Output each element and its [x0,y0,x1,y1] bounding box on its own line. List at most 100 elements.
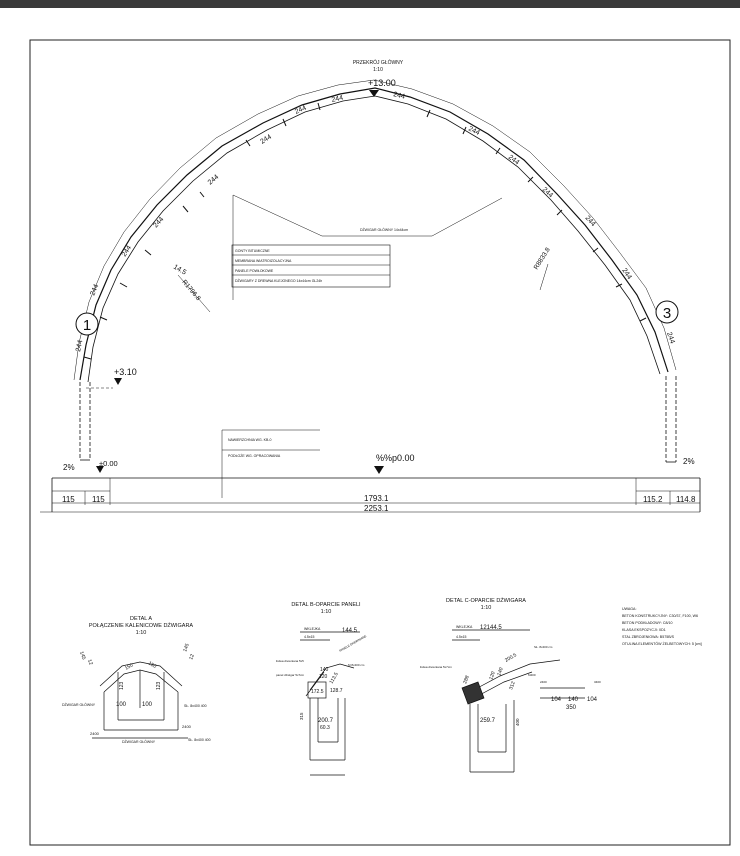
detail-b-label: 4.5x15 [304,635,315,639]
detail-b-label: PANELE DREWNIANE [339,634,368,653]
detail-c-dim: 120 [488,671,497,681]
arch-joints [83,102,647,360]
floor-legend: NAWIERZCHNIA WG. KB-0 PODŁOŻE WG. OPRACO… [221,429,320,498]
detail-b-dim: 60.3 [320,725,330,731]
dim-total: 2253.1 [364,504,389,513]
detail-b-label: listwa drewniana 5x5 [276,659,304,663]
detail-c-label: M400 [528,673,536,677]
level-base: ±0.00 [99,459,118,468]
level-marker-floor [374,466,384,474]
segment-labels: 244 244 244 244 244 244 244 244 244 244 … [75,91,676,352]
detail-a-dim: 150 [147,661,157,670]
detail-c-dim: 104 [587,697,598,703]
detail-b-dim: 113.5 [329,671,340,685]
detail-a-bolt-top: SŁ. 8x400 400 [184,704,207,708]
seg-label: 244 [207,174,221,187]
dim-inner: 1793.1 [364,494,389,503]
detail-a-dim: 100 [116,702,127,708]
detail-a-dim: 150 [124,662,134,671]
dim-right-a: 115.2 [643,495,663,504]
detail-a-title: DETAL A [130,616,152,622]
detail-c-dim: 259.7 [480,718,496,724]
detail-c-label: 4.5x15 [456,635,467,639]
seg-label: 244 [259,134,273,146]
level-marker-top [369,90,379,97]
radius-right-leader [539,263,549,291]
axis-bubble-1 [75,312,99,336]
detail-a-dim: 12 [188,653,196,660]
note-line: BETON PODKŁADOWY: C8/10 [622,621,672,625]
detail-b-label: M 8x400 cm [348,663,365,667]
seg-label: 244 [89,283,100,297]
dim-right-b: 114.8 [676,495,696,504]
detail-b-title: DETAL B-OPARCIE PANELI [291,602,361,608]
level-floor: %%p0.00 [376,453,415,463]
beam-guide-lines [232,194,503,237]
beam-label: DŹWIGAR GŁÓWNY 14x44cm [360,227,408,232]
legend-item-0: GONTY BITUMICZNE [235,249,270,253]
detail-c: DETAL C-OPARCIE DŹWIGARA 1:10 WKLEJKA 4.… [420,597,601,773]
detail-a: DETAL A POŁĄCZENIE KALENICOWE DŹWIGARA 1… [62,616,211,744]
detail-b-dim: 200.7 [318,718,334,724]
dim-left-a: 115 [62,495,75,504]
detail-c-dim: 400 [515,718,520,726]
radius-right: R8833.8 [533,246,552,271]
left-column [79,382,91,461]
note-line: UWAGA: [622,607,636,611]
section-scale: 1:10 [373,67,383,73]
detail-b-label: WKLEJKA [304,627,321,631]
detail-b: DETAL B-OPARCIE PANELI 1:10 WKLEJKA 4.5x… [276,602,368,776]
seg-label: 244 [665,331,676,344]
note-line: KLASA EKSPOZYCJI: XD1 [622,628,666,632]
legend-item-3: DŹWIGARY Z DREWNA KLEJONEGO 14x44cm GL24… [235,278,322,283]
section-title: PRZEKRÓJ GŁÓWNY [353,59,404,66]
detail-a-beam-left: DŹWIGAR GŁÓWNY [62,702,96,707]
detail-b-dim: 315 [299,712,304,720]
detail-c-dim: 288 [462,675,471,685]
detail-b-dim: 128.7 [330,688,343,694]
seg-label: 244 [331,95,344,104]
detail-c-scale: 1:10 [481,605,492,611]
detail-b-label: panel dźwigar 5x7cm [276,673,305,677]
arch-inner-line [87,95,661,383]
arch-outer-line [79,87,669,381]
seg-label: 244 [294,105,308,116]
legend-item-1: MEMBRANA WIATROIZOLACYJNA [235,259,292,263]
detail-c-dim: 140 [496,667,505,677]
level-eave: +3.10 [114,367,137,377]
note-line: STAL ZBROJENIOWA: B575B/S [622,635,675,639]
detail-a-bolt-bottom: SŁ. 8x400 400 [188,738,211,742]
legend-item-2: PANELE POWŁOKOWE [235,269,274,273]
detail-a-dim: 145 [182,643,191,653]
level-marker-eave [114,378,122,385]
detail-a-dim: 2400 [90,731,100,736]
seg-label: 244 [121,244,133,258]
detail-a-dim: 123 [156,681,162,690]
sheet-frame [29,39,731,846]
axis-label-1: 1 [83,317,91,334]
detail-b-dim: 172.5 [311,689,324,695]
seg-label: 244 [393,91,406,101]
detail-c-label: 2400 [540,680,547,684]
detail-c-label: SŁ. 8x400 cm [534,645,553,649]
detail-c-dim: 140 [568,697,579,703]
detail-b-dim: 120 [319,674,328,680]
detail-a-subtitle: POŁĄCZENIE KALENICOWE DŹWIGARA [89,622,194,629]
axis-bubble-3 [655,300,679,324]
detail-b-dim: 140 [320,667,329,673]
detail-a-dim: 123 [119,681,125,690]
detail-b-dim: 144.5 [342,628,358,634]
main-section: PRZEKRÓJ GŁÓWNY 1:10 [40,59,701,513]
floor-legend-1: PODŁOŻE WG. OPRACOWANIA [228,453,281,458]
detail-c-label: listwa drewniana 5x7cm [420,665,452,669]
detail-a-dim: 100 [142,702,153,708]
scan-top-bar [0,0,740,8]
seg-label: 244 [152,216,165,229]
note-line: OTULINA ELEMENTÓW ŻELBETOWYCH: 5 [cm] [622,641,702,646]
arch-dim-line [73,79,677,381]
note-line: BETON KONSTRUKCYJNY: C30/37, F100, W6 [622,614,698,618]
notes: UWAGA: BETON KONSTRUKCYJNY: C30/37, F100… [622,607,702,646]
detail-c-dim: 104 [551,697,562,703]
